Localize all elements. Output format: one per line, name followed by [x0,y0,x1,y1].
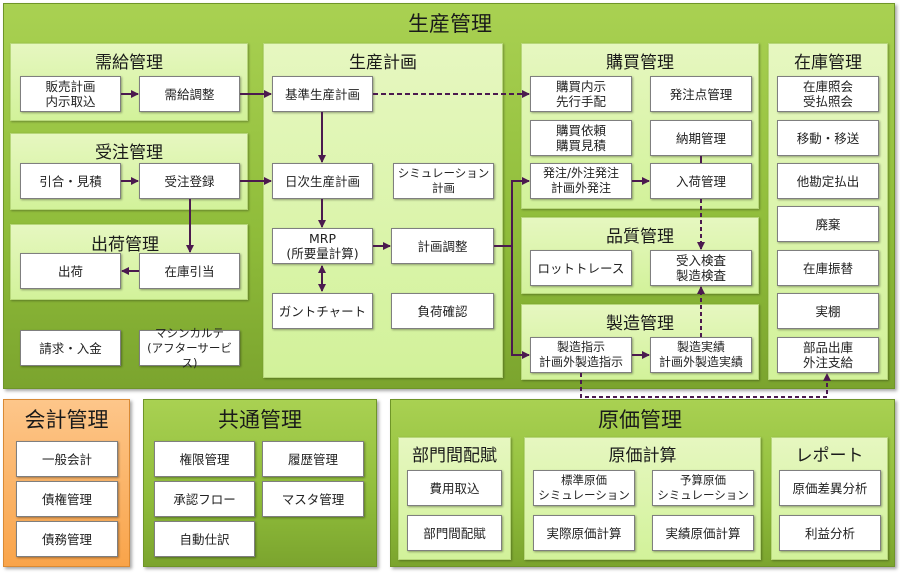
report-title: レポート [795,446,864,466]
allocation-title: 部門間配賦 [412,446,497,466]
purchase-forecast-box[interactable]: 購買内示 先行手配 [530,76,632,112]
cost-title: 原価管理 [598,408,682,432]
reorder-point-box[interactable]: 発注点管理 [650,76,752,112]
order-entry-box[interactable]: 受注登録 [139,163,240,199]
purchasing-title: 購買管理 [606,53,674,73]
payables-box[interactable]: 債務管理 [16,521,118,557]
shipment-box[interactable]: 出荷 [20,253,121,289]
production-planning-title: 生産計画 [349,53,417,73]
purchase-request-box[interactable]: 購買依頼 購買見積 [530,120,632,156]
load-check-box[interactable]: 負荷確認 [391,293,494,329]
inquiry-estimate-box[interactable]: 引合・見積 [20,163,121,199]
disposal-box[interactable]: 廃棄 [777,206,879,242]
approval-flow-box[interactable]: 承認フロー [154,481,255,517]
result-cost-calc-box[interactable]: 実績原価計算 [652,515,754,551]
auto-journal-box[interactable]: 自動仕訳 [154,521,255,557]
cost-variance-box[interactable]: 原価差異分析 [779,470,881,506]
budget-cost-sim-box[interactable]: 予算原価 シミュレーション [652,470,754,506]
gantt-chart-box[interactable]: ガントチャート [272,293,373,329]
stock-allocation-box[interactable]: 在庫引当 [139,253,240,289]
transfer-box[interactable]: 移動・移送 [777,120,879,156]
plan-adjust-box[interactable]: 計画調整 [391,228,494,264]
mrp-box[interactable]: MRP (所要量計算) [272,228,373,264]
production-management-title: 生産管理 [408,12,492,36]
inventory-title: 在庫管理 [794,53,862,73]
sales-plan-box[interactable]: 販売計画 内示取込 [20,76,121,112]
machine-chart-box[interactable]: マシンカルテ (アフターサービス) [139,326,240,370]
parts-issue-box[interactable]: 部品出庫 外注支給 [777,337,879,373]
permission-box[interactable]: 権限管理 [154,441,255,477]
profit-analysis-box[interactable]: 利益分析 [779,515,881,551]
accounting-title: 会計管理 [24,408,109,432]
delivery-date-box[interactable]: 納期管理 [650,120,752,156]
billing-payment-box[interactable]: 請求・入金 [20,330,121,366]
history-box[interactable]: 履歴管理 [262,441,364,477]
shipping-title: 出荷管理 [91,235,159,255]
manufacturing-result-box[interactable]: 製造実績 計画外製造実績 [650,337,752,373]
receivables-box[interactable]: 債権管理 [16,481,118,517]
orders-title: 受注管理 [95,143,163,163]
master-data-box[interactable]: マスタ管理 [262,481,364,517]
demand-adjust-box[interactable]: 需給調整 [139,76,240,112]
manufacturing-order-box[interactable]: 製造指示 計画外製造指示 [530,337,632,373]
general-ledger-box[interactable]: 一般会計 [16,441,118,477]
stock-transfer-box[interactable]: 在庫振替 [777,250,879,286]
expense-import-box[interactable]: 費用取込 [407,470,502,506]
cost-calc-title: 原価計算 [608,446,677,466]
purchase-order-box[interactable]: 発注/外注発注 計画外発注 [530,163,632,199]
other-issue-box[interactable]: 他勘定払出 [777,163,879,199]
inventory-inquiry-box[interactable]: 在庫照会 受払照会 [777,76,879,112]
inspection-box[interactable]: 受入検査 製造検査 [650,250,752,286]
common-title: 共通管理 [218,408,302,432]
lot-trace-box[interactable]: ロットトレース [530,250,632,286]
manufacturing-title: 製造管理 [606,314,674,334]
quality-title: 品質管理 [606,227,674,247]
stocktaking-box[interactable]: 実棚 [777,293,879,329]
receiving-box[interactable]: 入荷管理 [650,163,752,199]
master-production-plan-box[interactable]: 基準生産計画 [272,76,373,112]
simulation-plan-box[interactable]: シミュレーション 計画 [393,163,494,199]
standard-cost-sim-box[interactable]: 標準原価 シミュレーション [533,470,635,506]
daily-production-plan-box[interactable]: 日次生産計画 [272,163,373,199]
actual-cost-calc-box[interactable]: 実際原価計算 [533,515,635,551]
department-allocation-box[interactable]: 部門間配賦 [407,515,502,551]
demand-title: 需給管理 [95,53,163,73]
